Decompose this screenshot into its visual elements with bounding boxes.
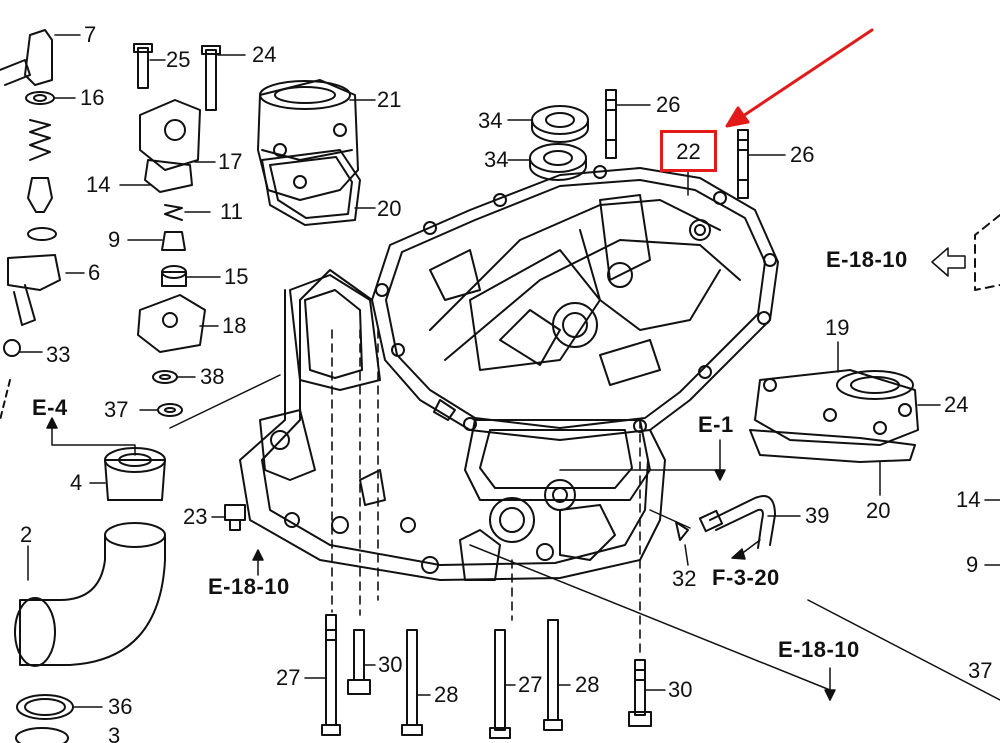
callout-2: 2 [20, 522, 33, 547]
highlight-box-22: 22 [660, 130, 717, 172]
ref-e-1: E-1 [698, 412, 734, 437]
callout-21: 21 [377, 87, 402, 112]
callout-18: 18 [222, 313, 247, 338]
callout-7: 7 [84, 22, 97, 47]
callout-28-center: 28 [575, 672, 600, 697]
callout-19: 19 [825, 315, 850, 340]
highlight-arrow [725, 28, 874, 128]
callout-16: 16 [80, 85, 105, 110]
gasket-20-right [749, 429, 916, 463]
callout-34: 34 [478, 108, 503, 133]
callout-33: 33 [46, 342, 71, 367]
callout-32: 32 [672, 566, 697, 591]
callout-14: 14 [86, 172, 111, 197]
callout-34: 34 [484, 147, 509, 172]
callout-26: 26 [656, 92, 681, 117]
gasket-20-top [261, 149, 361, 226]
ref-e-18-10-left: E-18-10 [208, 574, 290, 599]
callout-30-right: 30 [668, 677, 693, 702]
callout-30-left: 30 [378, 652, 403, 677]
callout-22: 22 [676, 139, 701, 164]
callout-26: 26 [790, 142, 815, 167]
callout-9: 9 [108, 227, 121, 252]
callout-14-right: 14 [956, 487, 981, 512]
cover-19 [754, 369, 919, 446]
callout-9-right: 9 [966, 552, 979, 577]
callout-24-right: 24 [944, 392, 969, 417]
ref-f-3-20: F-3-20 [712, 565, 780, 590]
oil-case-assembly [239, 165, 779, 581]
callout-37-right: 37 [968, 658, 993, 683]
ref-e-18-10-right: E-18-10 [826, 247, 908, 272]
callout-38: 38 [200, 364, 225, 389]
callout-23: 23 [183, 504, 208, 529]
studs-26 [605, 89, 749, 199]
callout-36: 36 [108, 694, 133, 719]
reference-arrows [46, 247, 966, 701]
callout-37: 37 [104, 397, 129, 422]
callout-25: 25 [166, 47, 191, 72]
oil-seals-34 [529, 105, 589, 181]
callout-11: 11 [220, 199, 243, 224]
callout-3: 3 [108, 725, 121, 743]
callout-27-center: 27 [518, 672, 543, 697]
callout-24: 24 [252, 42, 277, 67]
callout-15: 15 [224, 264, 249, 289]
bottom-bolts [321, 614, 652, 739]
callout-20-right: 20 [866, 498, 891, 523]
callout-39: 39 [805, 503, 830, 528]
callout-28-left: 28 [434, 682, 459, 707]
callout-6: 6 [88, 260, 101, 285]
callout-17: 17 [218, 149, 243, 174]
callout-27-left: 27 [276, 665, 301, 690]
right-edge-outline [974, 214, 1000, 291]
ref-e-4: E-4 [32, 395, 68, 420]
cover-21 [257, 79, 359, 201]
callout-4: 4 [70, 470, 83, 495]
assembly-lines [331, 329, 641, 656]
ref-e-18-10-bottom: E-18-10 [778, 637, 860, 662]
hose-39 [675, 495, 776, 549]
callout-20-top: 20 [377, 196, 402, 221]
leader-lines [19, 34, 1000, 708]
